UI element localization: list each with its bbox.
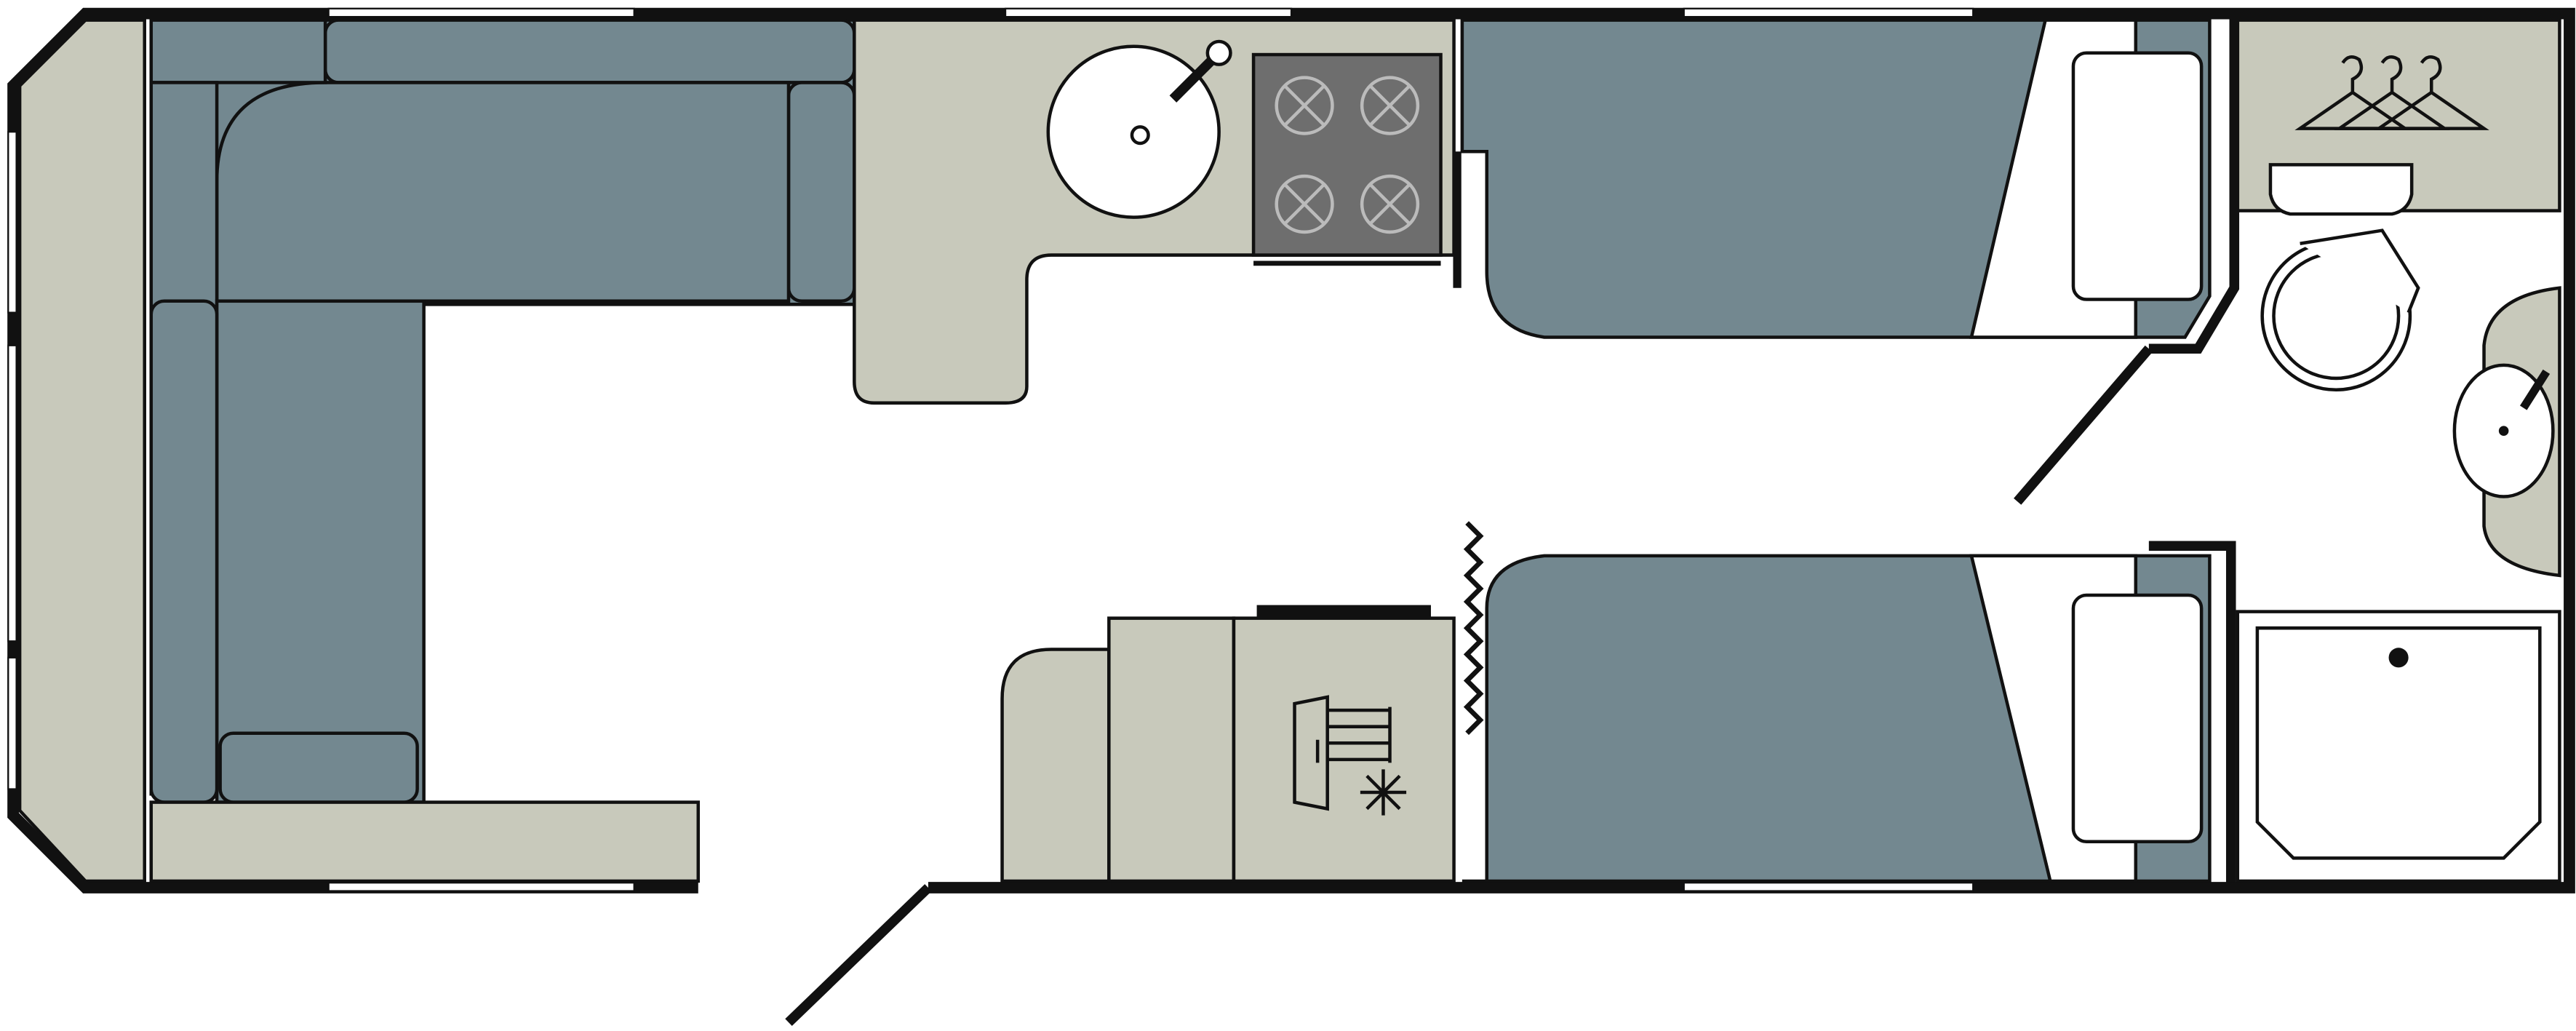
bed-divider-zigzag — [1463, 521, 1484, 736]
sink-icon — [1046, 39, 1232, 219]
sofa-corner-seat — [215, 81, 791, 303]
fridge-top — [1256, 605, 1431, 618]
internal-walls — [2014, 13, 2240, 888]
door-icon — [785, 884, 932, 1027]
sofa-side-seat — [215, 299, 426, 804]
front-lounge-sofa — [149, 18, 856, 804]
snowflake-icon — [1360, 769, 1407, 816]
toilet-icon — [2260, 163, 2420, 391]
fridge-cabinet — [1232, 616, 1456, 883]
sofa-back-cushion — [323, 18, 856, 84]
front-shelf — [149, 800, 701, 883]
sofa-arm-right — [786, 81, 856, 303]
burner — [1275, 76, 1420, 234]
sofa-side-cushion — [218, 731, 419, 804]
fridge-icon — [1293, 695, 1392, 811]
shower-tray-icon — [2236, 610, 2561, 883]
cabinet-end — [1000, 648, 1111, 883]
basin-icon — [2452, 363, 2555, 498]
outer-walls — [7, 7, 2575, 893]
window-icon — [7, 7, 1974, 892]
single-bed-bottom — [1462, 554, 2212, 883]
sofa-left-cushion — [149, 299, 219, 804]
cabinet — [1107, 616, 1236, 883]
single-bed-top — [1460, 18, 2212, 339]
hanger-icon — [2294, 55, 2489, 130]
front-chest — [17, 18, 146, 883]
sofa-left-back — [149, 18, 327, 84]
pillow-icon — [2071, 51, 2204, 301]
hob-icon — [1251, 52, 1443, 266]
pillow-icon — [2071, 593, 2204, 844]
